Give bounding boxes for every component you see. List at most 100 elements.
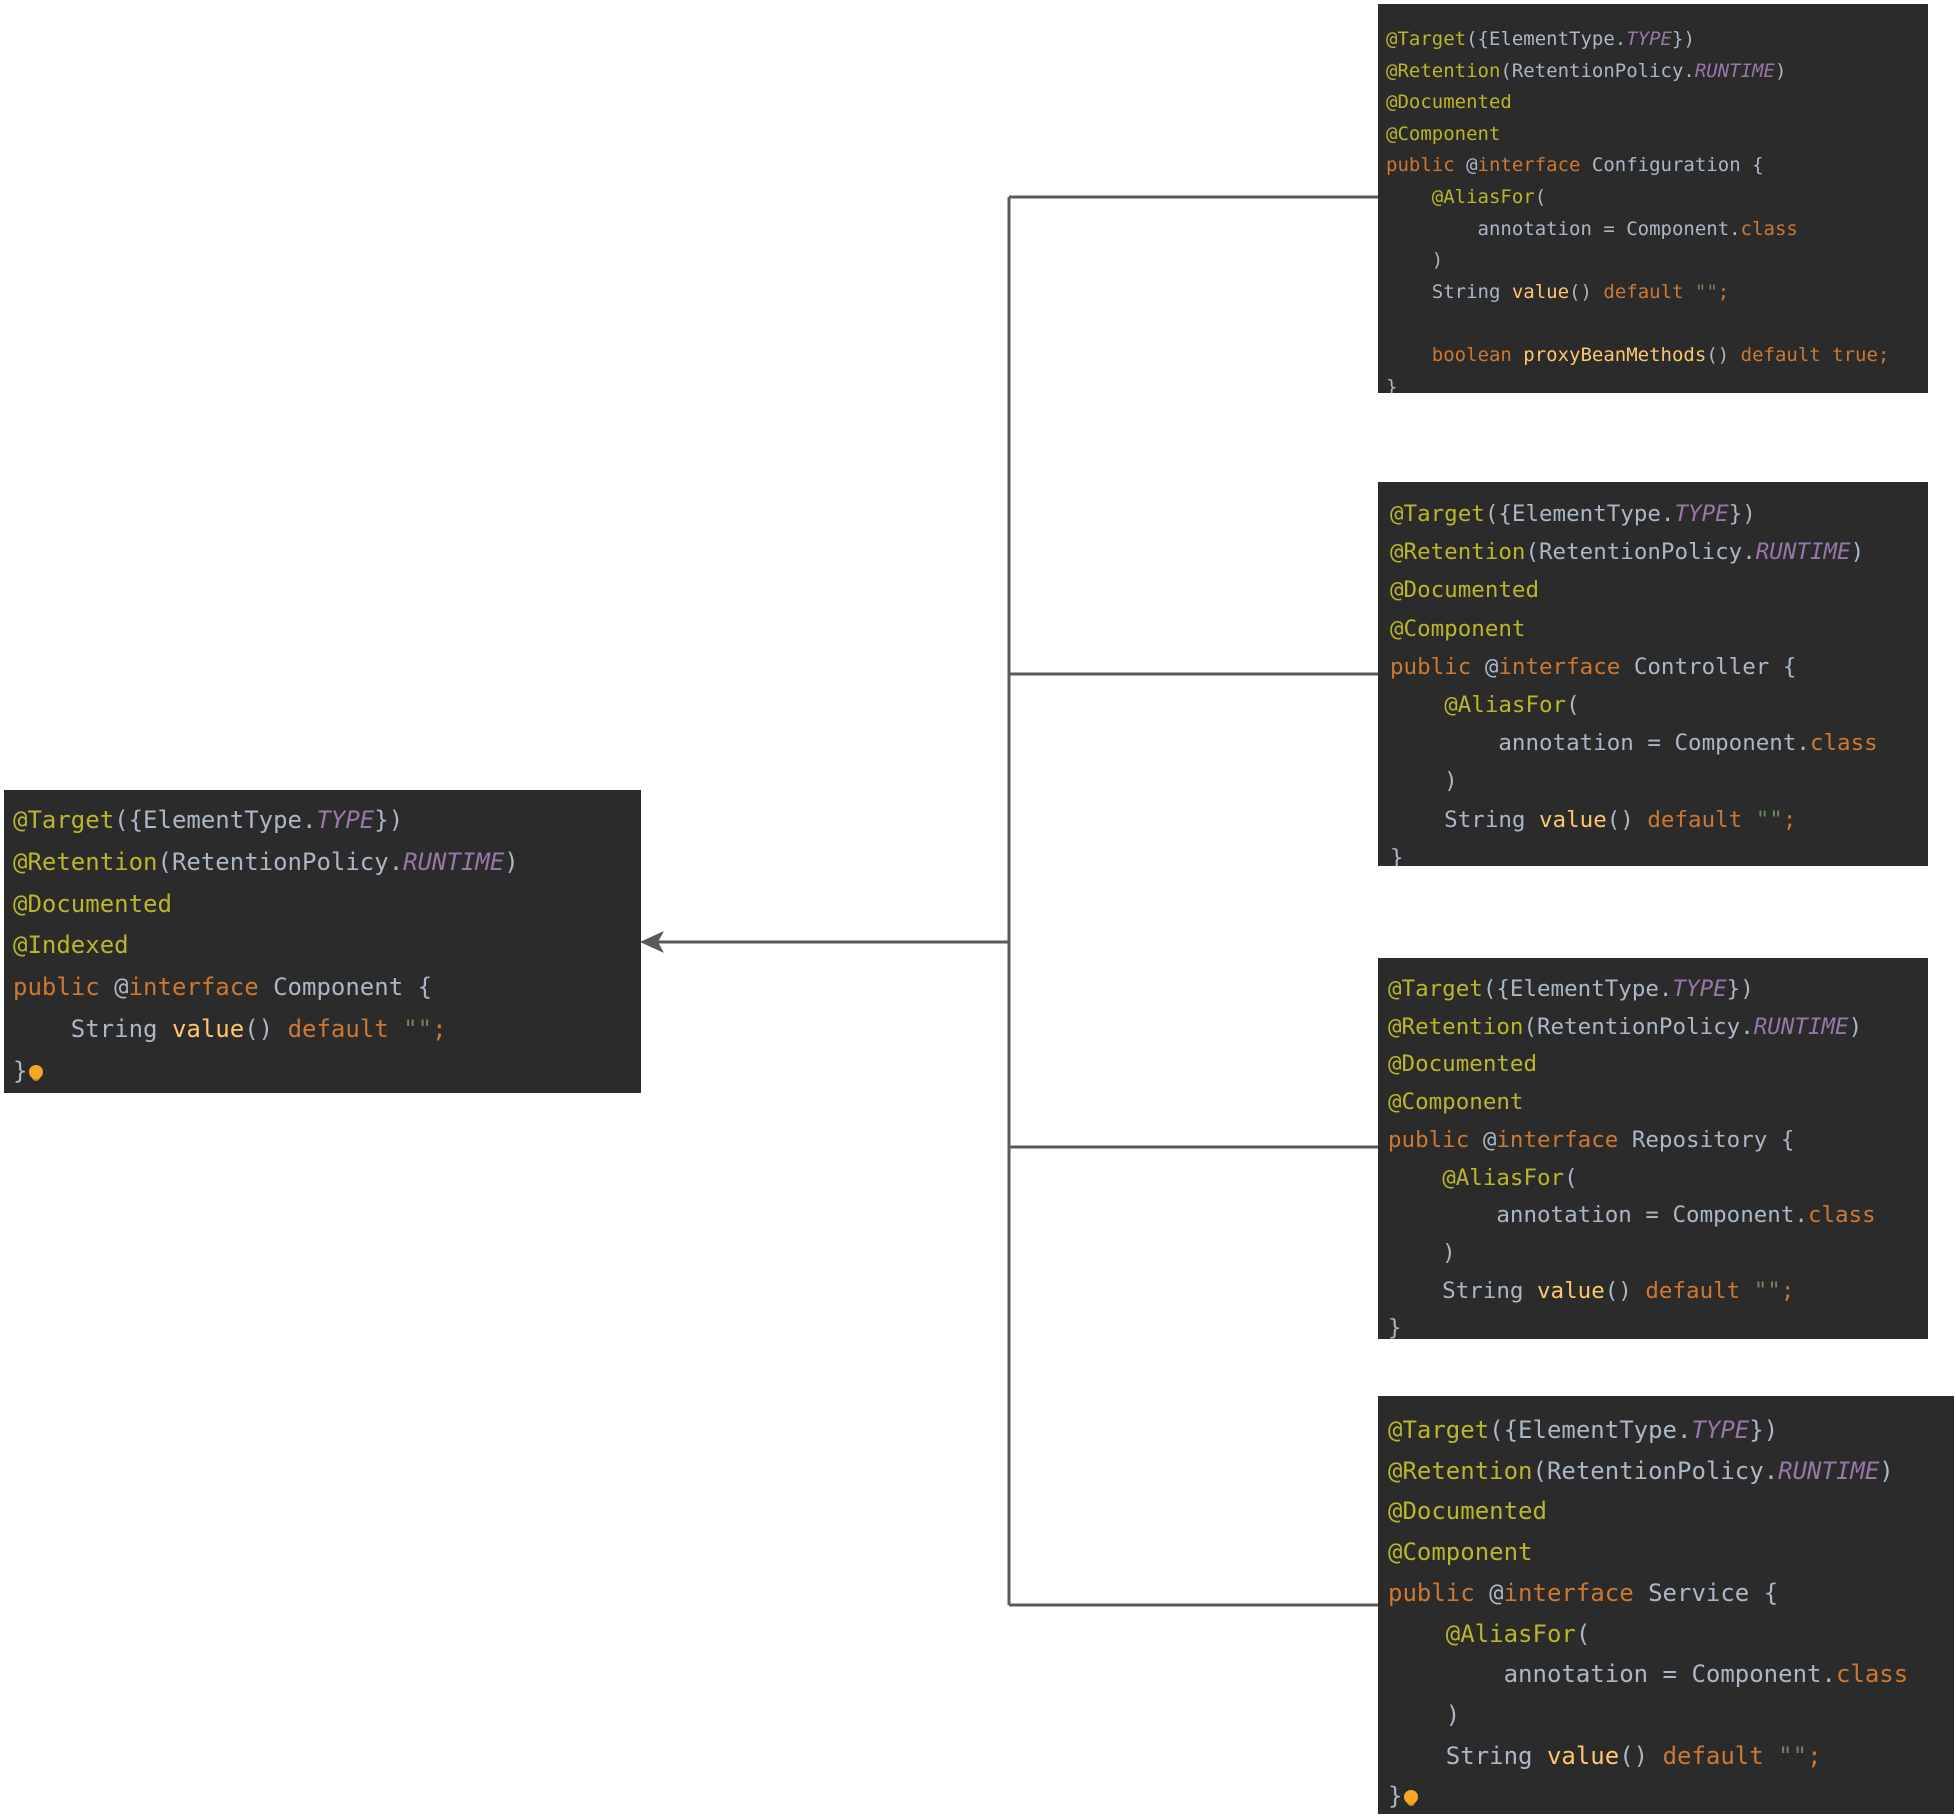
code-token: annotation = — [1386, 217, 1627, 240]
code-line: String value() default ""; — [13, 1009, 641, 1051]
code-token: ( — [1566, 692, 1580, 719]
code-line: @Documented — [1386, 87, 1928, 119]
code-token — [1386, 344, 1432, 366]
code-token: { — [1740, 154, 1764, 177]
code-token: Repository — [1631, 1126, 1768, 1153]
code-token: }) — [1728, 501, 1756, 527]
code-token: interface — [1498, 653, 1634, 680]
code-token: @Retention — [1388, 1456, 1533, 1485]
code-token: @ — [1482, 1126, 1497, 1153]
code-token: Component — [1691, 1660, 1822, 1689]
code-line: @Component — [1386, 119, 1928, 151]
code-token: boolean — [1431, 343, 1524, 366]
code-token: RUNTIME — [403, 847, 505, 876]
code-line: annotation = Component.class — [1386, 214, 1928, 246]
code-token: @Retention — [1386, 59, 1501, 82]
code-token: "" — [1755, 806, 1783, 833]
code-token: default — [1740, 343, 1833, 366]
code-token: } — [1388, 1315, 1402, 1339]
code-token: TYPE — [316, 806, 375, 834]
code-token: Component — [1672, 1202, 1795, 1229]
code-token: annotation = — [1388, 1202, 1673, 1229]
code-line: @Retention(RetentionPolicy.RUNTIME) — [13, 842, 641, 884]
code-token: default — [1662, 1741, 1779, 1770]
code-token: ({ElementType. — [1489, 1416, 1692, 1444]
code-token: Configuration — [1591, 154, 1741, 177]
code-token: @ — [1489, 1578, 1504, 1607]
code-token: String — [1390, 806, 1540, 833]
code-token: default — [1647, 806, 1756, 833]
code-token — [1388, 1165, 1442, 1191]
code-token: interface — [1477, 154, 1592, 177]
code-line: @AliasFor( — [1388, 1614, 1954, 1655]
code-line: ) — [1388, 1695, 1954, 1736]
code-token: () — [1569, 280, 1604, 303]
code-token: @AliasFor — [1442, 1164, 1565, 1191]
code-line: boolean proxyBeanMethods() default true; — [1386, 340, 1928, 372]
code-token: @Documented — [1386, 91, 1512, 114]
code-token: value — [1537, 1277, 1605, 1304]
code-line: @Documented — [1388, 1046, 1928, 1084]
code-token: "" — [1753, 1277, 1781, 1304]
code-token: String — [1386, 280, 1512, 303]
code-token: ) — [1879, 1456, 1894, 1485]
code-line: @Retention(RetentionPolicy.RUNTIME) — [1388, 1009, 1928, 1047]
code-token: default — [287, 1014, 404, 1043]
code-token: ; — [1780, 1277, 1795, 1304]
code-line: @Indexed — [13, 925, 641, 967]
code-token: ) — [1388, 1239, 1456, 1266]
code-token: value — [1546, 1741, 1620, 1770]
code-token: "" — [1778, 1741, 1808, 1770]
code-token: @Documented — [13, 889, 172, 918]
arrow-head-icon — [640, 931, 664, 953]
code-token: TYPE — [1674, 501, 1729, 527]
code-token: } — [1388, 1782, 1403, 1811]
code-token: public — [1388, 1578, 1490, 1607]
code-token: @Retention — [1390, 539, 1526, 566]
code-token: public — [1390, 653, 1485, 680]
code-token: ({ElementType. — [114, 806, 317, 834]
configuration-code-panel: @Target({ElementType.TYPE}) @Retention(Re… — [1378, 4, 1928, 393]
lightbulb-icon[interactable] — [29, 1064, 44, 1079]
code-token: interface — [128, 973, 274, 1002]
code-token: ; — [1717, 280, 1730, 303]
code-line: String value() default ""; — [1388, 1273, 1928, 1311]
code-token: ; — [1877, 343, 1890, 366]
code-token: }) — [1672, 28, 1695, 50]
code-token: @Documented — [1388, 1051, 1538, 1078]
code-line: @AliasFor( — [1386, 182, 1928, 214]
code-token: RUNTIME — [1753, 1013, 1849, 1040]
code-line: @Target({ElementType.TYPE}) — [1386, 24, 1928, 56]
code-line: @Component — [1388, 1532, 1954, 1573]
code-token: (RetentionPolicy. — [1500, 59, 1695, 82]
code-token: public — [13, 973, 115, 1002]
code-token: { — [1749, 1578, 1779, 1607]
code-token: @Documented — [1388, 1497, 1547, 1526]
code-token: ( — [1564, 1164, 1578, 1191]
code-token: annotation = — [1390, 730, 1675, 757]
code-token: @Component — [1388, 1089, 1524, 1116]
code-token: RUNTIME — [1694, 59, 1775, 82]
code-token: class — [1809, 730, 1878, 757]
code-token: ) — [1388, 1700, 1461, 1729]
code-token: class — [1835, 1660, 1909, 1689]
code-token: (RetentionPolicy. — [1523, 1013, 1754, 1040]
code-token — [1388, 1620, 1446, 1648]
code-token: annotation = — [1388, 1660, 1692, 1689]
code-line: @Documented — [1388, 1491, 1954, 1532]
code-token: (RetentionPolicy. — [1532, 1456, 1779, 1485]
code-line: public @interface Repository { — [1388, 1122, 1928, 1160]
code-line: } — [13, 1051, 641, 1093]
code-token: interface — [1496, 1126, 1632, 1153]
code-token: (RetentionPolicy. — [1525, 539, 1756, 566]
code-line: ) — [1390, 762, 1928, 800]
code-token: Service — [1648, 1578, 1750, 1607]
lightbulb-icon[interactable] — [1404, 1790, 1419, 1805]
code-line: @AliasFor( — [1390, 686, 1928, 724]
code-token: () — [1706, 343, 1741, 366]
code-line: @Target({ElementType.TYPE}) — [1388, 1410, 1954, 1451]
code-token: (RetentionPolicy. — [157, 847, 404, 876]
code-line: } — [1390, 839, 1928, 866]
code-token: { — [403, 973, 433, 1002]
code-line: } — [1388, 1310, 1928, 1339]
